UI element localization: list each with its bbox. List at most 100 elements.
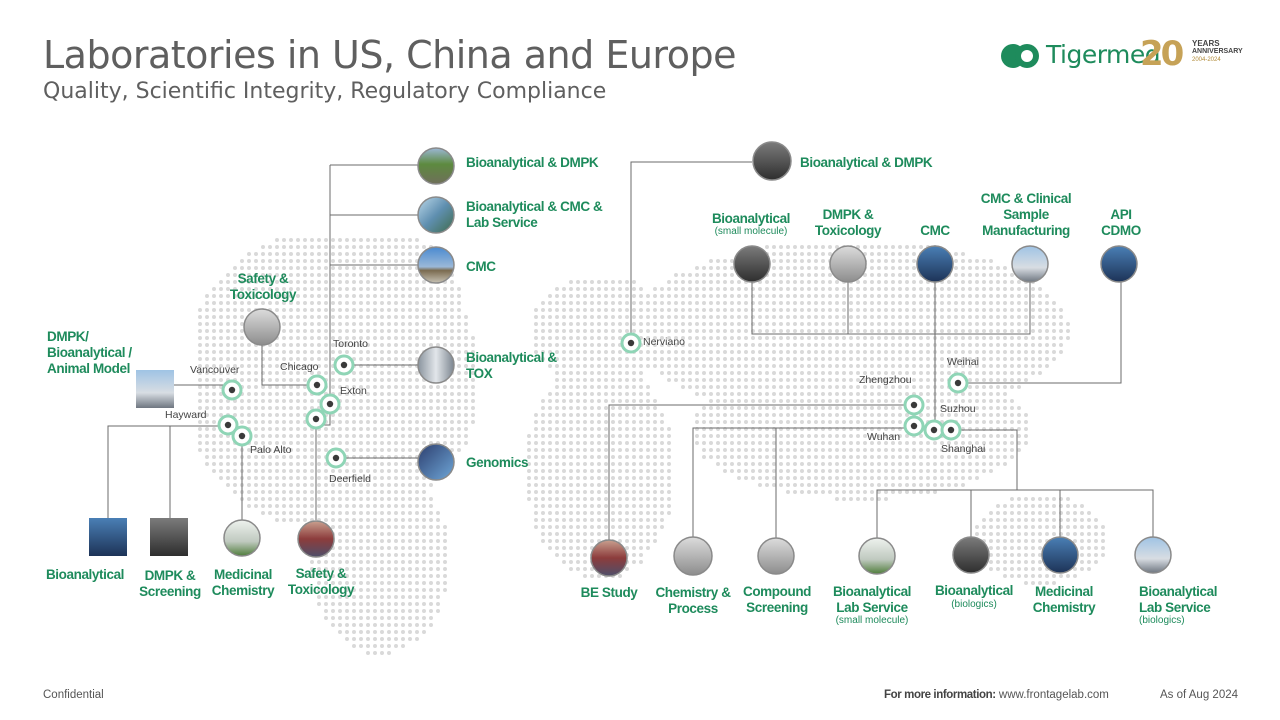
map-dot [373,595,377,599]
map-dot [317,343,321,347]
map-dot [373,504,377,508]
map-dot [807,322,811,326]
map-dot [1031,301,1035,305]
node-chicago [306,374,328,396]
map-dot [198,322,202,326]
map-dot [611,329,615,333]
map-dot [415,567,419,571]
map-dot [863,371,867,375]
map-dot [219,294,223,298]
map-dot [576,455,580,459]
map-dot [975,406,979,410]
map-dot [282,385,286,389]
map-dot [387,420,391,424]
map-dot [366,651,370,655]
map-dot [821,273,825,277]
label-safety-tox-bottom: Safety & Toxicology [287,566,355,597]
map-dot [786,385,790,389]
map-dot [541,518,545,522]
map-dot [975,448,979,452]
map-dot [317,280,321,284]
map-dot [863,245,867,249]
map-dot [870,357,874,361]
map-dot [821,406,825,410]
map-dot [359,497,363,501]
map-dot [646,455,650,459]
map-dot [408,252,412,256]
map-dot [772,301,776,305]
map-dot [359,448,363,452]
map-dot [856,490,860,494]
map-dot [786,350,790,354]
map-dot [317,462,321,466]
map-dot [331,441,335,445]
map-dot [807,490,811,494]
map-dot [310,357,314,361]
map-dot [688,357,692,361]
map-dot [562,525,566,529]
map-dot [1024,420,1028,424]
map-dot [366,644,370,648]
map-dot [219,343,223,347]
map-dot [947,476,951,480]
map-dot [436,420,440,424]
map-dot [240,301,244,305]
map-dot [443,560,447,564]
map-dot [611,420,615,424]
map-dot [415,546,419,550]
map-dot [247,287,251,291]
world-map-dots [198,238,1105,655]
map-dot [884,462,888,466]
map-dot [758,371,762,375]
map-dot [1010,567,1014,571]
map-dot [1045,343,1049,347]
map-dot [849,329,853,333]
map-dot [310,294,314,298]
map-dot [646,441,650,445]
map-dot [317,588,321,592]
map-dot [359,385,363,389]
map-dot [268,259,272,263]
map-dot [254,392,258,396]
map-dot [569,378,573,382]
map-dot [331,322,335,326]
map-dot [730,455,734,459]
map-dot [681,322,685,326]
map-dot [254,497,258,501]
map-dot [219,413,223,417]
map-dot [569,441,573,445]
map-dot [968,357,972,361]
map-dot [289,259,293,263]
map-dot [261,511,265,515]
map-dot [394,483,398,487]
map-dot [786,392,790,396]
map-dot [968,266,972,270]
footer-url[interactable]: www.frontagelab.com [998,689,1109,701]
map-dot [1101,532,1105,536]
map-dot [996,455,1000,459]
map-dot [632,560,636,564]
map-dot [394,252,398,256]
map-dot [793,490,797,494]
facility-photos [223,141,1172,577]
map-dot [408,343,412,347]
map-dot [856,483,860,487]
map-dot [401,315,405,319]
map-dot [429,385,433,389]
map-dot [387,630,391,634]
map-dot [849,434,853,438]
map-dot [751,371,755,375]
map-dot [1017,427,1021,431]
map-dot [989,315,993,319]
map-dot [961,483,965,487]
map-dot [1073,574,1077,578]
map-dot [415,448,419,452]
map-dot [639,392,643,396]
map-dot [821,441,825,445]
map-dot [373,581,377,585]
map-dot [919,378,923,382]
map-dot [814,301,818,305]
map-dot [373,560,377,564]
map-dot [954,301,958,305]
map-dot [373,539,377,543]
